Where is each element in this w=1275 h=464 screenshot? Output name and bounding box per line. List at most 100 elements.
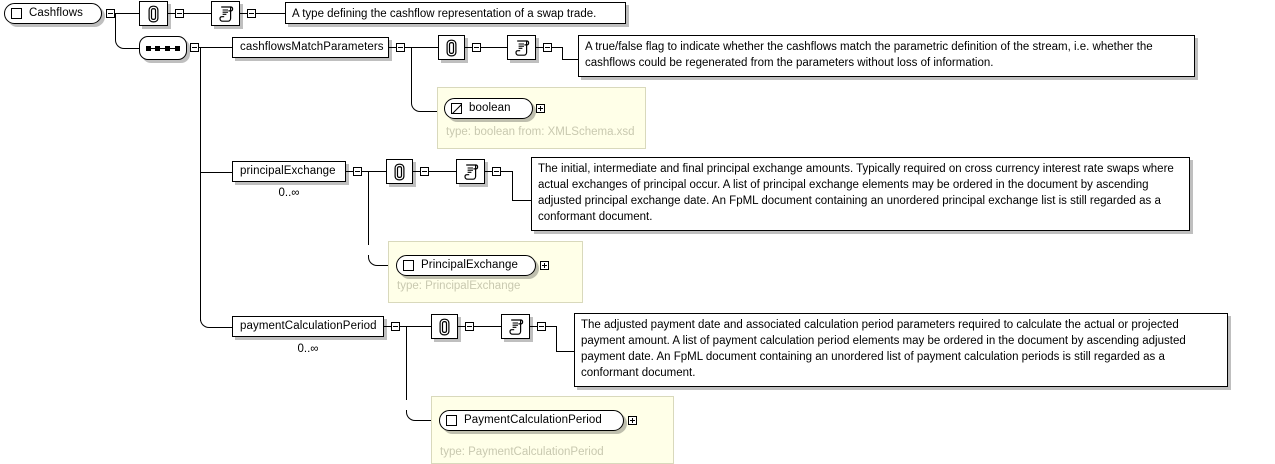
root-documentation-box[interactable] — [211, 1, 240, 26]
connector-pcp-doc-join — [530, 326, 538, 327]
complex-type-icon — [403, 260, 414, 271]
connector-root-to-annotation — [115, 13, 139, 14]
connector-elbow-to-sequence — [125, 48, 139, 49]
cardinality-principalexchange: 0..∞ — [278, 187, 300, 199]
pe-documentation-text: The initial, intermediate and final prin… — [531, 157, 1190, 231]
sequence-expander-minus-icon[interactable] — [190, 43, 199, 52]
connector-pe-box-to-expander — [346, 171, 354, 172]
element-node-principalexchange[interactable]: principalExchange — [232, 161, 346, 182]
pe-documentation-box[interactable] — [456, 159, 485, 184]
pcp-annotation-paperclip-box[interactable] — [431, 314, 458, 339]
element-label-paymentcalculationperiod: paymentCalculationPeriod — [240, 319, 377, 332]
cmp-annotation-paperclip-box[interactable] — [438, 35, 465, 60]
connector-pcp-type-trunk — [406, 326, 407, 400]
connector-pcp-annot-join — [458, 326, 466, 327]
cmp-documentation-box[interactable] — [507, 35, 536, 60]
connector-trunk-to-paymentcalculationperiod-elbow — [200, 317, 211, 328]
connector-cmp-type-to-panel — [421, 111, 441, 112]
element-node-paymentcalculationperiod[interactable]: paymentCalculationPeriod — [232, 316, 384, 337]
element-expander-cashflowsmatchparameters[interactable] — [396, 43, 405, 52]
connector-pcp-type-to-panel — [416, 420, 433, 421]
element-expander-principalexchange[interactable] — [353, 167, 362, 176]
connector-annotation-to-doc — [168, 13, 176, 14]
element-label-cashflowsmatchparameters: cashflowsMatchParameters — [240, 40, 384, 53]
documentation-scroll-icon — [514, 39, 529, 56]
connector-cmp-expander-to-annotation — [405, 47, 438, 48]
paperclip-icon — [439, 318, 450, 336]
type-node-label-principalexchange: PrincipalExchange — [421, 258, 518, 271]
connector-trunk-to-principalexchange — [200, 172, 232, 173]
connector-pe-doc-drop — [512, 171, 513, 201]
connector-cmp-doc-drop — [562, 47, 563, 60]
pcp-annotation-expander-icon[interactable] — [465, 322, 474, 331]
paperclip-icon — [148, 5, 159, 23]
sequence-dots-icon — [146, 45, 180, 51]
root-annotation-expander-icon[interactable] — [175, 9, 184, 18]
connector-pcp-doc-to-annot — [556, 351, 574, 352]
root-expander-minus-icon[interactable] — [106, 9, 115, 18]
pcp-documentation-text: The adjusted payment date and associated… — [574, 313, 1228, 387]
root-documentation-expander-icon[interactable] — [247, 9, 256, 18]
connector-doc-to-annot — [256, 13, 285, 14]
connector-elbow-to-pcp — [210, 327, 232, 328]
connector-doc-icon-join — [240, 13, 248, 14]
pe-annotation-paperclip-box[interactable] — [386, 159, 413, 184]
connector-pe-type-elbow — [368, 255, 379, 266]
connector-pcp-expander-to-annotation — [400, 326, 431, 327]
root-documentation-text: A type defining the cashflow representat… — [285, 2, 626, 24]
connector-root-trunk — [115, 13, 116, 39]
pcp-documentation-expander-icon[interactable] — [537, 322, 546, 331]
type-node-label-paymentcalculationperiod: PaymentCalculationPeriod — [464, 413, 602, 426]
simple-type-icon — [451, 103, 462, 114]
sequence-compositor-node[interactable] — [139, 36, 187, 60]
type-node-expander-principalexchange-plus-icon[interactable] — [540, 261, 549, 270]
root-type-label: Cashflows — [29, 6, 83, 19]
connector-pe-doc-join — [485, 171, 493, 172]
element-label-principalexchange: principalExchange — [240, 164, 336, 177]
connector-pcp-annot-to-doc — [474, 326, 501, 327]
type-caption-boolean: type: boolean from: XMLSchema.xsd — [446, 126, 635, 138]
documentation-scroll-icon — [218, 5, 233, 22]
connector-sequence-out — [199, 47, 232, 48]
connector-cmp-doc-to-annot — [562, 59, 578, 60]
root-annotation-paperclip-box[interactable] — [139, 1, 168, 26]
type-node-expander-paymentcalculationperiod-plus-icon[interactable] — [628, 416, 637, 425]
connector-pe-type-to-panel — [378, 265, 390, 266]
connector-cmp-type-elbow — [411, 101, 422, 112]
cardinality-paymentcalculationperiod: 0..∞ — [297, 343, 319, 355]
connector-cmp-box-to-expander — [389, 47, 397, 48]
pe-documentation-expander-icon[interactable] — [492, 167, 501, 176]
connector-sequence-trunk — [200, 47, 201, 321]
cmp-documentation-text: A true/false flag to indicate whether th… — [578, 35, 1195, 77]
element-expander-paymentcalculationperiod[interactable] — [391, 322, 400, 331]
pe-annotation-expander-icon[interactable] — [420, 167, 429, 176]
connector-pe-expander-to-annotation — [362, 171, 386, 172]
documentation-scroll-icon — [463, 163, 478, 180]
connector-pe-doc-to-annot — [512, 200, 531, 201]
type-node-boolean[interactable]: boolean — [444, 98, 533, 119]
cmp-annotation-expander-icon[interactable] — [472, 43, 481, 52]
type-node-paymentcalculationperiod[interactable]: PaymentCalculationPeriod — [439, 410, 624, 431]
connector-pcp-doc-drop — [556, 326, 557, 352]
type-caption-paymentcalculationperiod: type: PaymentCalculationPeriod — [440, 446, 604, 458]
type-caption-principalexchange: type: PrincipalExchange — [397, 280, 521, 292]
connector-pe-type-trunk — [368, 171, 369, 245]
connector-pe-annot-join — [413, 171, 421, 172]
pcp-documentation-box[interactable] — [501, 314, 530, 339]
documentation-scroll-icon — [508, 318, 523, 335]
connector-root-to-sequence-elbow — [115, 38, 126, 49]
connector-cmp-annot-join — [465, 47, 473, 48]
connector-annotation-to-doc-2 — [184, 13, 211, 14]
connector-pe-annot-to-doc — [429, 171, 456, 172]
connector-pe-doc-out — [501, 171, 512, 172]
type-node-expander-boolean-plus-icon[interactable] — [536, 104, 545, 113]
root-type-node-cashflows[interactable]: Cashflows — [4, 3, 102, 24]
cmp-documentation-expander-icon[interactable] — [543, 43, 552, 52]
type-node-label-boolean: boolean — [469, 101, 511, 114]
connector-pcp-doc-out — [546, 326, 556, 327]
type-node-principalexchange[interactable]: PrincipalExchange — [396, 255, 536, 276]
element-node-cashflowsmatchparameters[interactable]: cashflowsMatchParameters — [232, 37, 389, 58]
complex-type-icon — [446, 415, 457, 426]
paperclip-icon — [394, 163, 405, 181]
connector-pcp-type-elbow — [406, 410, 417, 421]
